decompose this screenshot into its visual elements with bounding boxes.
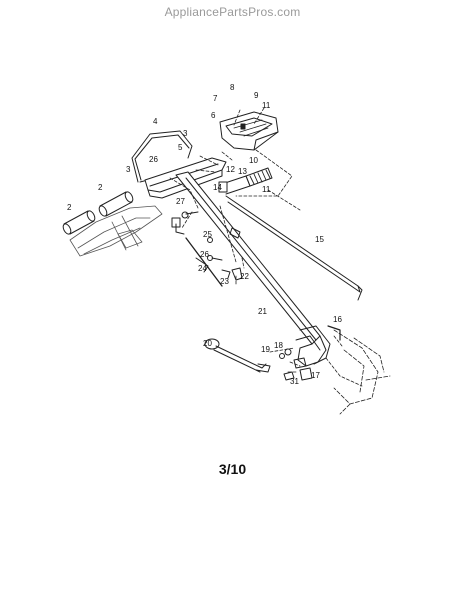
- callout-label: 22: [240, 272, 249, 281]
- callout-label: 2: [67, 203, 72, 212]
- callout-label: 23: [220, 277, 229, 286]
- callout-label: 10: [249, 156, 258, 165]
- threaded-spring: [218, 167, 273, 195]
- callout-label: 20: [203, 339, 212, 348]
- callout-label: 26: [149, 155, 158, 164]
- watermark: AppliancePartsPros.com: [164, 5, 301, 19]
- callout-label: 21: [258, 307, 267, 316]
- main-tube: [175, 171, 331, 367]
- callout-label: 11: [262, 185, 271, 194]
- callout-label: 9: [254, 91, 259, 100]
- callout-label: 25: [203, 230, 212, 239]
- callout-label: 26: [200, 250, 209, 259]
- small-hardware: [171, 211, 243, 287]
- lower-hardware: [279, 325, 341, 381]
- callout-label: 8: [230, 83, 235, 92]
- callout-label: 14: [213, 183, 222, 192]
- frame-ghost: [333, 329, 391, 415]
- callout-label: 3: [183, 129, 188, 138]
- callout-label: 6: [211, 111, 216, 120]
- callout-label: 16: [333, 315, 342, 324]
- callout-label: 13: [238, 167, 247, 176]
- callout-label: 11: [262, 101, 271, 110]
- callout-label: 5: [178, 143, 183, 152]
- leader-lines: [169, 107, 363, 387]
- callout-label: 31: [290, 377, 299, 386]
- callout-label: 2: [98, 183, 103, 192]
- callout-labels: 2 2 3 3 4 5 6 7 8 9 10 11 11 12 13 14 15…: [67, 83, 342, 386]
- callout-label: 18: [274, 341, 283, 350]
- callout-label: 12: [226, 165, 235, 174]
- callout-label: 7: [213, 94, 218, 103]
- callout-label: 17: [311, 371, 320, 380]
- callout-label: 27: [176, 197, 185, 206]
- grip-left: [62, 210, 96, 235]
- handlebar-ghost: [69, 205, 163, 257]
- control-housing: [219, 111, 279, 151]
- page-number: 3/10: [218, 461, 247, 477]
- grip-right: [98, 191, 134, 217]
- callout-label: 19: [261, 345, 270, 354]
- callout-label: 24: [198, 264, 207, 273]
- callout-label: 4: [153, 117, 158, 126]
- callout-label: 3: [126, 165, 131, 174]
- callout-label: 15: [315, 235, 324, 244]
- shift-lever: [204, 338, 271, 373]
- rod-long: [225, 195, 363, 301]
